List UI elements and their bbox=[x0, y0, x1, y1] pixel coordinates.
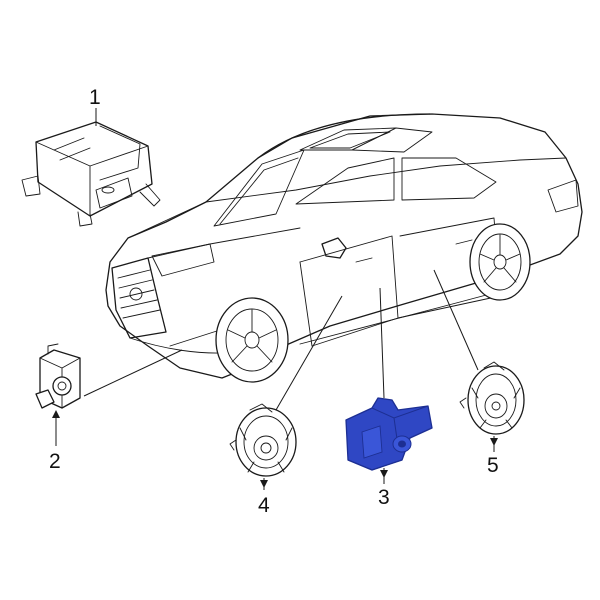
part-4-round-sensor bbox=[229, 403, 297, 477]
part-5-round-sensor bbox=[459, 361, 525, 435]
callout-1: 1 bbox=[89, 86, 101, 109]
part-2-side-sensor bbox=[35, 343, 81, 409]
callout-4: 4 bbox=[258, 494, 270, 517]
car-illustration bbox=[105, 113, 583, 383]
callout-5: 5 bbox=[487, 454, 499, 477]
leader-lines bbox=[52, 108, 498, 490]
part-3-highlighted-sensor bbox=[345, 397, 433, 471]
part-1-control-module bbox=[21, 121, 161, 227]
callout-2: 2 bbox=[49, 450, 61, 473]
callout-3: 3 bbox=[378, 486, 390, 509]
